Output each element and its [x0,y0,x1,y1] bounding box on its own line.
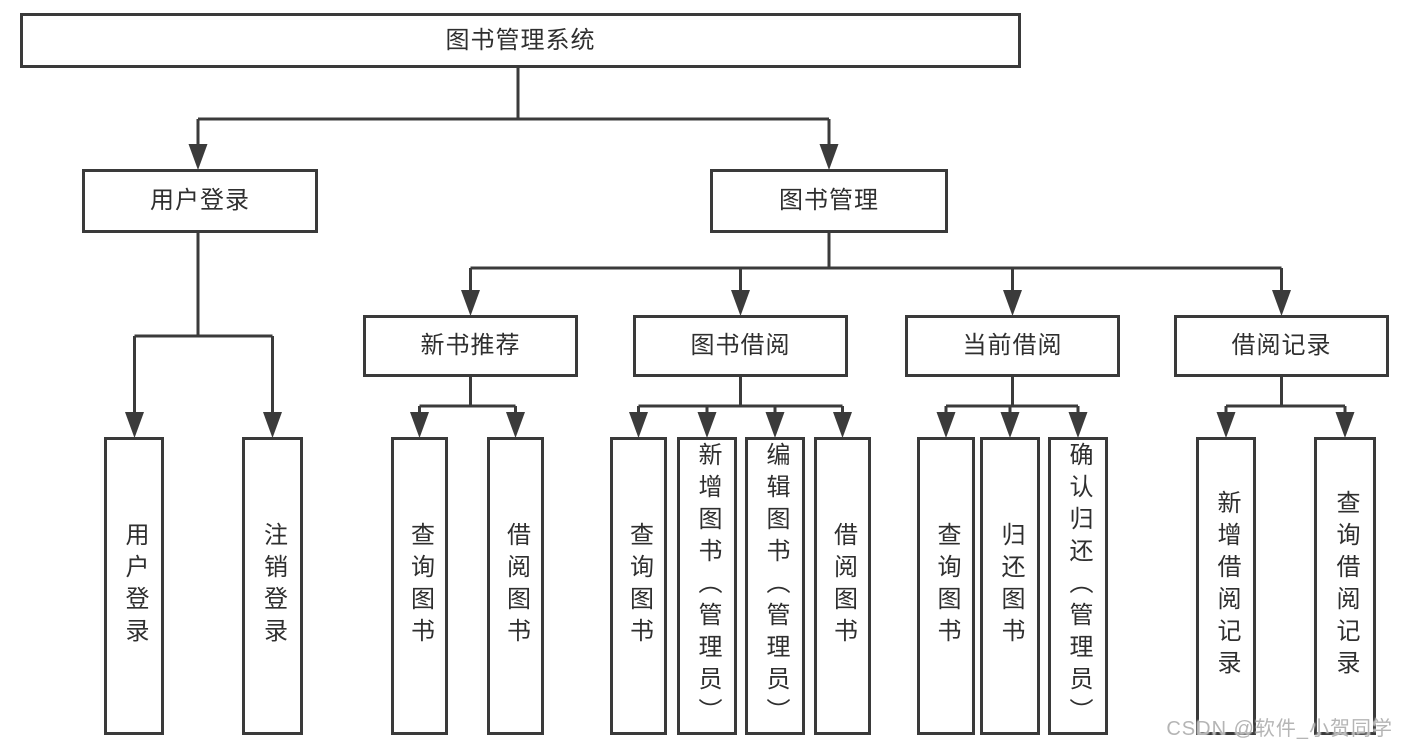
node-book-borrowing: 图书借阅 [633,315,848,377]
leaf-user-login: 用户登录 [104,437,164,735]
leaf-add-borrow-record: 新增借阅记录 [1196,437,1256,735]
leaf-borrow-books-borrowing: 借阅图书 [814,437,871,735]
leaf-confirm-return-admin: 确认归还（管理员） [1048,437,1108,735]
leaf-add-books-admin: 新增图书（管理员） [677,437,737,735]
node-library-system-root: 图书管理系统 [20,13,1021,68]
leaf-edit-books-admin: 编辑图书（管理员） [745,437,805,735]
node-new-book-recommend: 新书推荐 [363,315,578,377]
node-borrowing-records: 借阅记录 [1174,315,1389,377]
leaf-return-books: 归还图书 [980,437,1040,735]
node-current-borrowing: 当前借阅 [905,315,1120,377]
leaf-borrow-books-recommend: 借阅图书 [487,437,544,735]
leaf-query-books-current: 查询图书 [917,437,975,735]
node-user-login-branch: 用户登录 [82,169,318,233]
leaf-query-books-borrowing: 查询图书 [610,437,667,735]
csdn-watermark: CSDN @软件_小贺同学 [1166,718,1393,740]
leaf-logout: 注销登录 [242,437,303,735]
leaf-query-borrow-record: 查询借阅记录 [1314,437,1376,735]
node-book-management-branch: 图书管理 [710,169,948,233]
leaf-query-books-recommend: 查询图书 [391,437,448,735]
